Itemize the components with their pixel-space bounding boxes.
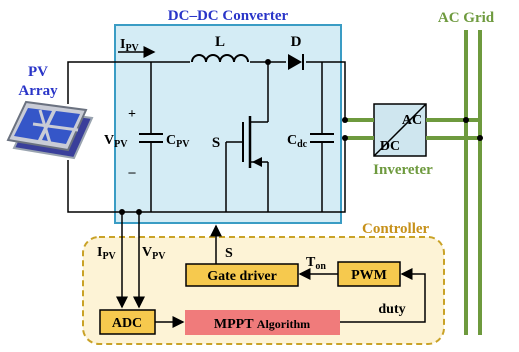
- pwm-label: PWM: [351, 268, 387, 283]
- vpv-plus: +: [128, 107, 136, 122]
- cdc-label: Cdc: [287, 133, 308, 150]
- ipv-label: IPV: [120, 37, 140, 54]
- mosfet-switch-symbol: [225, 62, 269, 212]
- grid-junction-1: [463, 117, 469, 123]
- vpv-label: VPV: [104, 133, 128, 150]
- gate-driver-block: [185, 263, 299, 287]
- diode-symbol: [286, 54, 306, 70]
- inductor-label: L: [215, 34, 225, 50]
- dc-junction-1: [342, 117, 348, 123]
- adc-label: ADC: [112, 316, 142, 331]
- vpv-minus: –: [128, 165, 137, 180]
- switch-label: S: [212, 135, 220, 151]
- controller-label: Controller: [362, 221, 430, 237]
- pv-panel-icon: [6, 100, 94, 160]
- ipv-sense-label: IPV: [97, 245, 117, 262]
- inductor-symbol: [190, 54, 250, 66]
- ton-label: Ton: [306, 255, 326, 272]
- duty-feedback-line: [340, 268, 426, 323]
- gate-driver-label: Gate driver: [207, 269, 277, 284]
- inverter-ac-label: AC: [402, 113, 422, 128]
- pv-bottom-wire: [67, 160, 341, 213]
- grid-junction-2: [477, 135, 483, 141]
- converter-title: DC–DC Converter: [168, 8, 289, 24]
- diode-label: D: [291, 34, 302, 50]
- gate-signal-label: S: [225, 246, 233, 261]
- dc-link-bottom-wire: [341, 137, 374, 213]
- mppt-block: [185, 310, 340, 335]
- mppt-label: MPPT Algorithm: [214, 317, 310, 332]
- dc-junction-2: [342, 135, 348, 141]
- pv-array-label-line2: Array: [18, 83, 58, 99]
- inverter-diagonal: [373, 103, 427, 157]
- dc-link-top-wire: [341, 61, 374, 121]
- pv-array-label-line1: PV: [28, 64, 48, 80]
- inverter-name-label: Invereter: [373, 162, 433, 178]
- inverter-dc-label: DC: [380, 139, 400, 154]
- duty-label: duty: [378, 302, 405, 317]
- vpv-sense-label: VPV: [142, 245, 166, 262]
- ac-grid-label: AC Grid: [438, 10, 495, 26]
- cpv-label: CPV: [166, 133, 190, 150]
- adc-block: [99, 309, 156, 335]
